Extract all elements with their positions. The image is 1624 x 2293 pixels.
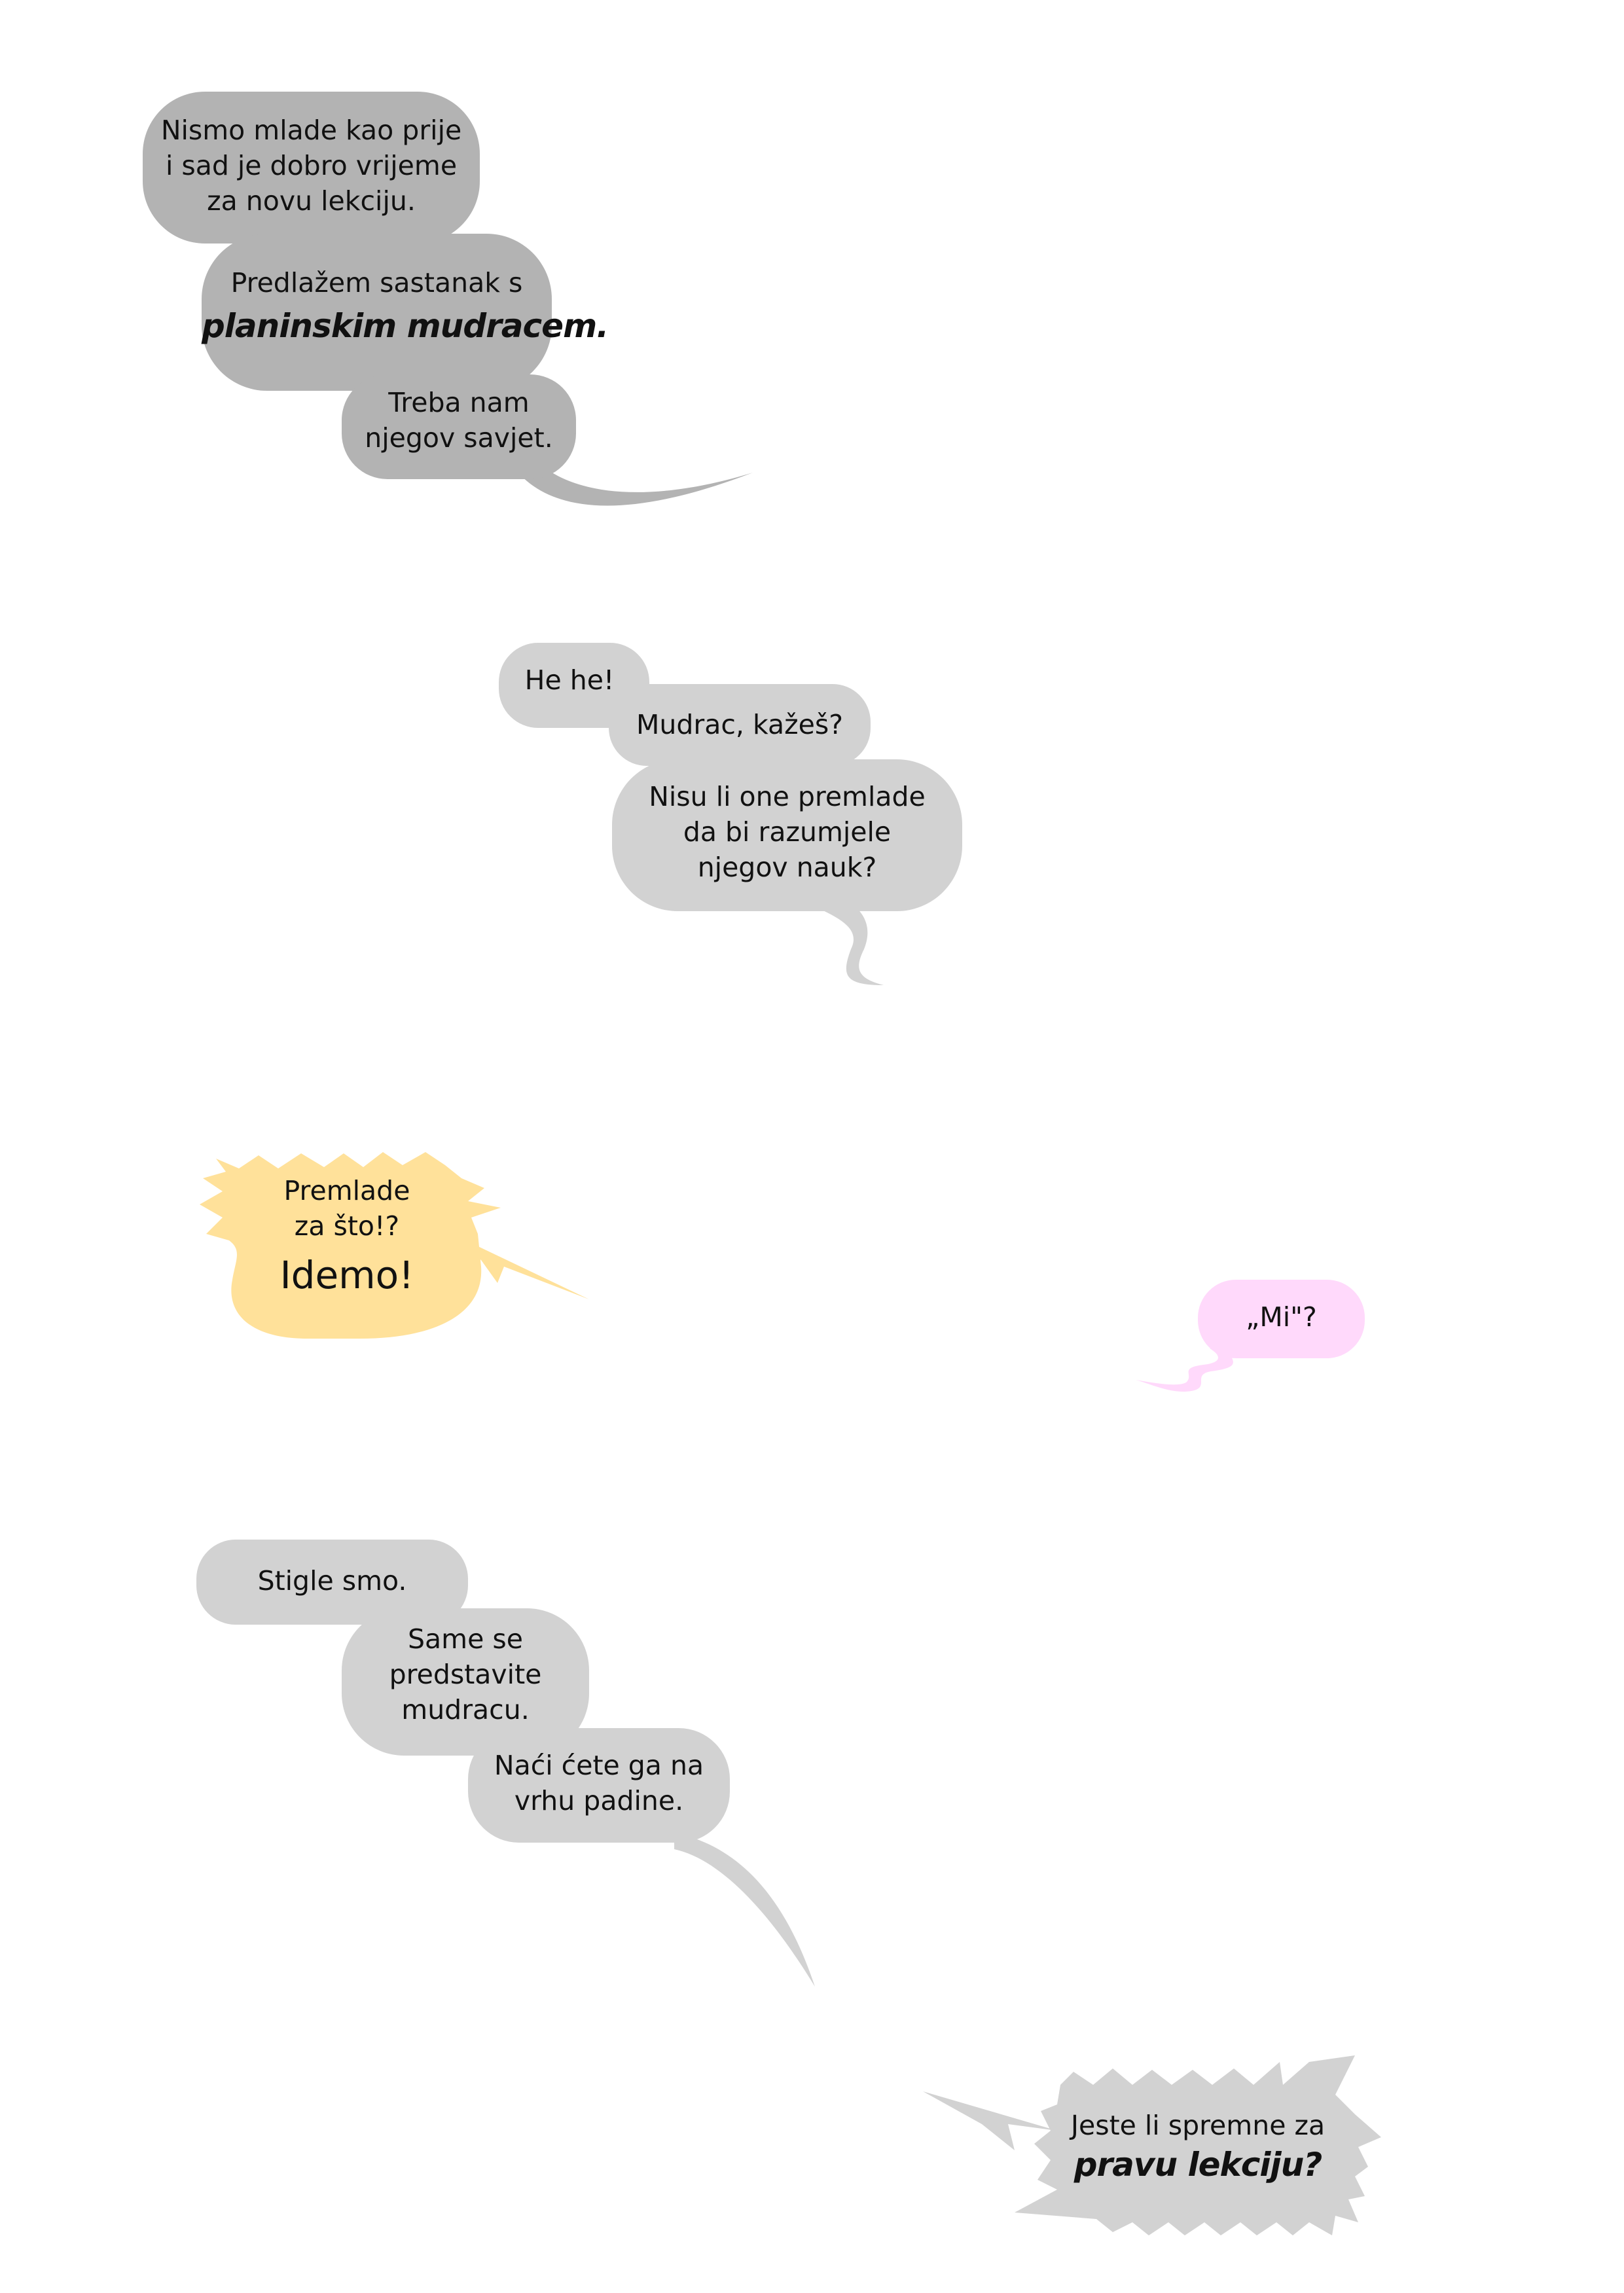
speech-bubble-2c	[612, 759, 962, 911]
bubble-3c-text: Naći ćete ga na vrhu padine.	[468, 1748, 730, 1818]
text-line: Nisu li one premlade	[649, 781, 926, 812]
speech-bubble-2a	[499, 643, 649, 728]
text-line: njegov nauk?	[697, 852, 877, 884]
shout-2-text: Jeste li spremne za pravu lekciju?	[1047, 2108, 1348, 2186]
bubble-1b-text: Predlažem sastanak s planinskim mudracem…	[202, 265, 609, 348]
text-line-emphasis: planinskim mudracem.	[202, 307, 609, 346]
pink-bubble-tail	[1136, 1348, 1233, 1392]
speech-bubble-3b	[342, 1608, 589, 1756]
bubble-tail-3	[674, 1833, 815, 1987]
text-line: i sad je dobro vrijeme	[165, 150, 458, 182]
shout-bubble-2	[923, 2055, 1381, 2235]
text-line: Treba nam	[388, 387, 530, 418]
speech-bubble-3a	[196, 1540, 468, 1625]
text-line-shout: Idemo!	[280, 1253, 414, 1298]
bubble-1a-text: Nismo mlade kao prije i sad je dobro vri…	[143, 113, 480, 219]
bubble-group-2	[499, 643, 962, 985]
bubble-3a-text: Stigle smo.	[196, 1563, 468, 1598]
speech-bubble-1b	[202, 234, 552, 391]
shout-bubble-1	[200, 1152, 589, 1339]
shout-tail-1	[445, 1231, 589, 1299]
text-line: vrhu padine.	[514, 1785, 684, 1817]
text-line: Same se	[408, 1623, 523, 1655]
text-line: da bi razumjele	[683, 816, 892, 848]
text-line: predstavite	[389, 1659, 542, 1691]
bubble-2c-text: Nisu li one premlade da bi razumjele nje…	[612, 779, 962, 885]
text-line: Nismo mlade kao prije	[160, 115, 462, 146]
bubble-tail-1	[507, 458, 753, 506]
text-line: njegov savjet.	[365, 422, 553, 454]
bubble-tail-2	[795, 890, 884, 985]
speech-bubble-3c	[468, 1728, 730, 1843]
text-line: za novu lekciju.	[207, 185, 416, 217]
text-line-emphasis: pravu lekciju?	[1074, 2146, 1323, 2184]
text-line: za što!?	[294, 1210, 400, 1242]
shout-1-text: Premlade za što!? Idemo!	[249, 1173, 445, 1301]
bubble-group-3	[196, 1540, 815, 1987]
text-line: Predlažem sastanak s	[230, 267, 523, 298]
shout-burst-2	[1015, 2055, 1381, 2235]
text-line: „Mi"?	[1246, 1301, 1317, 1333]
bubble-group-1	[143, 92, 753, 506]
pink-speech-bubble	[1198, 1280, 1365, 1358]
bubble-2a-text: He he!	[504, 662, 635, 698]
bubble-3b-text: Same se predstavite mudracu.	[342, 1621, 589, 1727]
text-line: Jeste li spremne za	[1070, 2110, 1326, 2141]
text-line: Premlade	[283, 1175, 410, 1206]
pink-bubble	[1136, 1280, 1365, 1392]
shout-burst-1	[200, 1152, 501, 1339]
speech-bubble-1c	[342, 374, 576, 479]
bubble-2b-text: Mudrac, kažeš?	[609, 707, 871, 742]
text-line: mudracu.	[401, 1694, 530, 1726]
text-line: Mudrac, kažeš?	[636, 709, 843, 740]
pink-bubble-text: „Mi"?	[1198, 1299, 1365, 1335]
speech-bubble-2b	[609, 684, 871, 766]
speech-bubble-1a	[143, 92, 480, 244]
text-line: Naći ćete ga na	[494, 1750, 704, 1781]
text-line: He he!	[524, 664, 615, 696]
bubble-1c-text: Treba nam njegov savjet.	[342, 385, 576, 456]
shout-tail-2	[923, 2091, 1057, 2150]
text-line: Stigle smo.	[257, 1565, 407, 1597]
